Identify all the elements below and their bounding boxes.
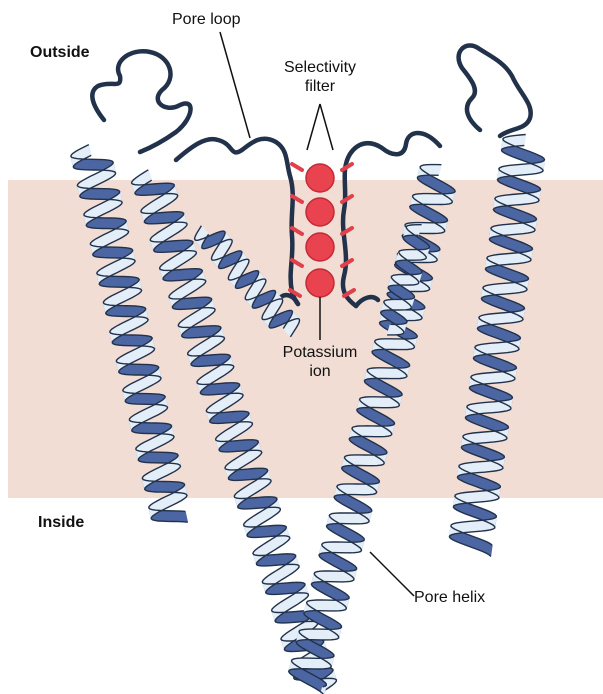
selectivity-filter-leader-left	[307, 104, 320, 150]
potassium-ion	[306, 269, 334, 297]
pore-loop-label: Pore loop	[172, 10, 241, 29]
inside-label: Inside	[38, 513, 84, 532]
right-extracellular-loop	[459, 45, 531, 136]
potassium-ion	[306, 233, 334, 261]
potassium-ion-label: Potassium ion	[262, 343, 378, 381]
outside-label: Outside	[30, 43, 90, 62]
potassium-ion-line-1: Potassium	[262, 343, 378, 362]
selectivity-filter-line-1: Selectivity	[264, 58, 376, 77]
pore-helix-label: Pore helix	[414, 588, 485, 607]
selectivity-filter-label: Selectivity filter	[264, 58, 376, 96]
potassium-ion	[306, 198, 334, 226]
potassium-ion	[306, 164, 334, 192]
potassium-ion-line-2: ion	[262, 362, 378, 381]
pore-helix-leader	[370, 552, 414, 596]
pore-loop-leader	[220, 32, 250, 138]
filter-tick	[292, 164, 302, 170]
selectivity-filter-leader-right	[320, 104, 333, 150]
selectivity-filter-line-2: filter	[264, 77, 376, 96]
left-extracellular-loop	[92, 51, 190, 152]
